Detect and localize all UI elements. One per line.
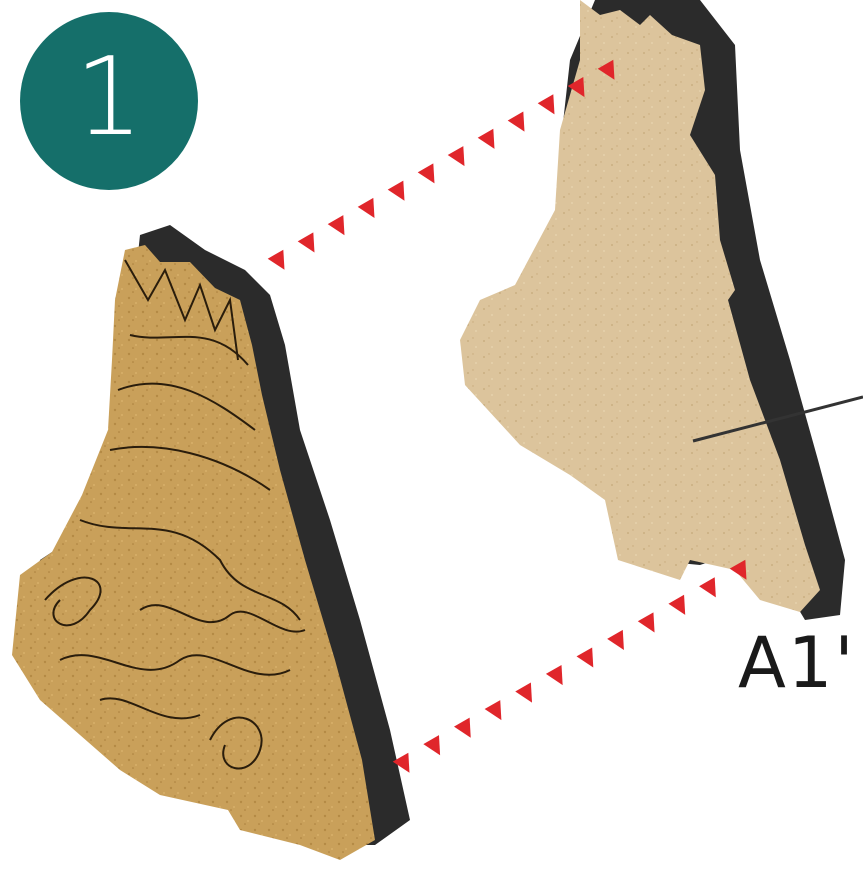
arrow-marker [448, 146, 473, 171]
arrow-marker [298, 232, 323, 257]
arrow-marker [538, 94, 563, 119]
arrow-marker [388, 181, 413, 206]
arrow-marker [418, 163, 443, 188]
dotted-arrow-chain-bottom [393, 560, 755, 778]
arrow-marker [485, 700, 510, 725]
step-badge: 1 [20, 12, 198, 190]
plain-panel [460, 0, 845, 620]
arrow-marker [546, 665, 571, 690]
arrow-marker [423, 735, 448, 760]
engraved-panel [12, 225, 410, 860]
arrow-marker [454, 718, 479, 743]
arrow-marker [577, 647, 602, 672]
arrow-marker [668, 595, 693, 620]
part-label: A1' [738, 622, 856, 704]
arrow-marker [358, 198, 383, 223]
arrow-marker [478, 129, 503, 154]
arrow-marker [638, 612, 663, 637]
arrow-marker [268, 250, 293, 275]
arrow-marker [699, 577, 724, 602]
step-number: 1 [75, 44, 144, 152]
arrow-marker [328, 215, 353, 240]
arrow-marker [607, 630, 632, 655]
arrow-marker [508, 112, 533, 137]
arrow-marker [515, 683, 540, 708]
